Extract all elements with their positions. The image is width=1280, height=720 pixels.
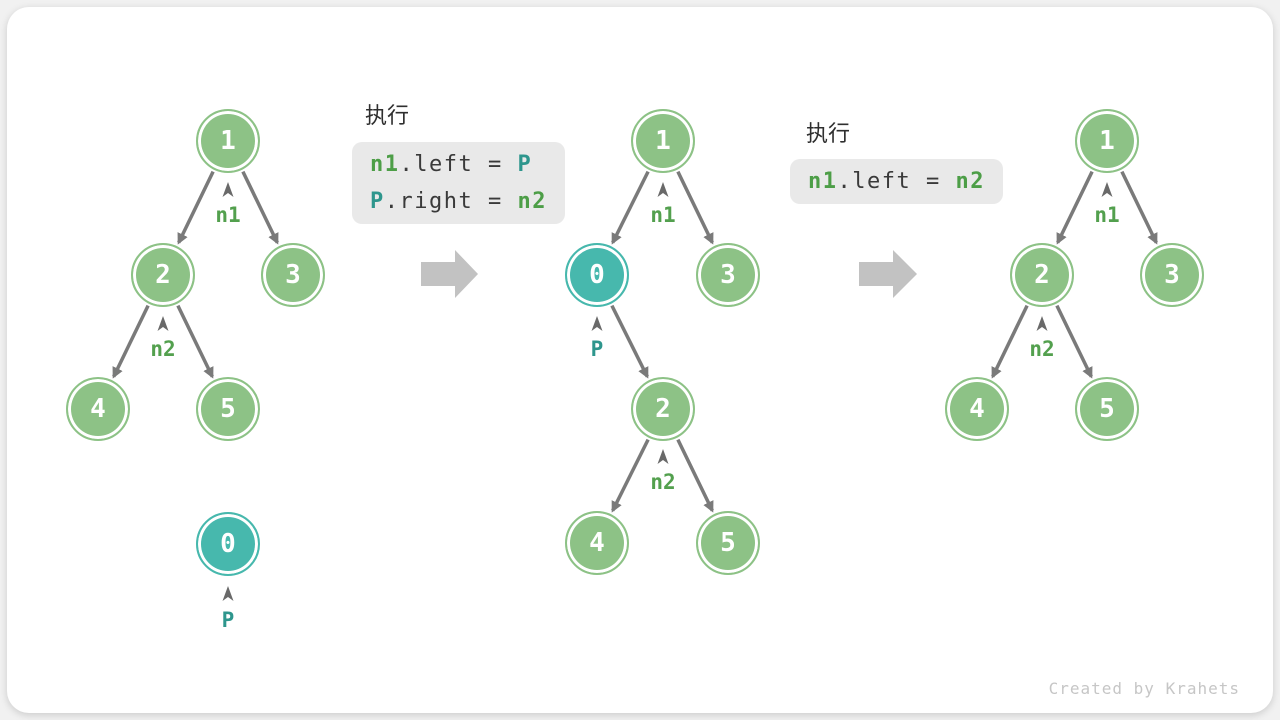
tree3-node-1: 1: [1075, 109, 1139, 173]
code-title-1: 执行: [365, 103, 410, 128]
code-token: .left =: [837, 169, 956, 194]
tree2-node-2: 2: [631, 377, 695, 441]
tree3-pointer-n1: n1: [1094, 203, 1120, 227]
tree1-node-4: 4: [66, 377, 130, 441]
code-token: P: [517, 152, 533, 177]
watermark: Created by Krahets: [1048, 679, 1240, 698]
tree2-pointer-n2: n2: [650, 470, 676, 494]
tree1-pointer-n2: n2: [150, 337, 176, 361]
code-token: P: [370, 189, 385, 214]
tree2-node-p: 0: [565, 243, 629, 307]
code-line: n1.left = P: [370, 146, 547, 183]
tree3-node-3: 3: [1140, 243, 1204, 307]
tree2-pointer-p: P: [590, 337, 604, 361]
tree3-node-2: 2: [1010, 243, 1074, 307]
code-token: n2: [955, 169, 985, 194]
tree2-node-3: 3: [696, 243, 760, 307]
tree2-pointer-n1: n1: [650, 203, 676, 227]
tree1-node-2: 2: [131, 243, 195, 307]
code-token: n2: [517, 189, 547, 214]
tree3-pointer-n2: n2: [1029, 337, 1055, 361]
code-line: n1.left = n2: [808, 163, 985, 200]
diagram-canvas: [7, 7, 1273, 713]
tree1-node-p: 0: [196, 512, 260, 576]
tree1-pointer-p: P: [221, 608, 235, 632]
code-box-2: n1.left = n2: [790, 159, 1003, 204]
tree1-node-1: 1: [196, 109, 260, 173]
tree3-node-4: 4: [945, 377, 1009, 441]
tree2-node-1: 1: [631, 109, 695, 173]
code-token: .left =: [399, 152, 518, 177]
code-token: n1: [370, 152, 400, 177]
tree1-node-3: 3: [261, 243, 325, 307]
tree1-node-5: 5: [196, 377, 260, 441]
tree2-node-5: 5: [696, 511, 760, 575]
code-token: .right =: [384, 189, 518, 214]
tree1-pointer-n1: n1: [215, 203, 241, 227]
code-line: P.right = n2: [370, 183, 547, 220]
code-token: n1: [808, 169, 838, 194]
tree2-node-4: 4: [565, 511, 629, 575]
code-title-2: 执行: [806, 121, 851, 146]
tree3-node-5: 5: [1075, 377, 1139, 441]
